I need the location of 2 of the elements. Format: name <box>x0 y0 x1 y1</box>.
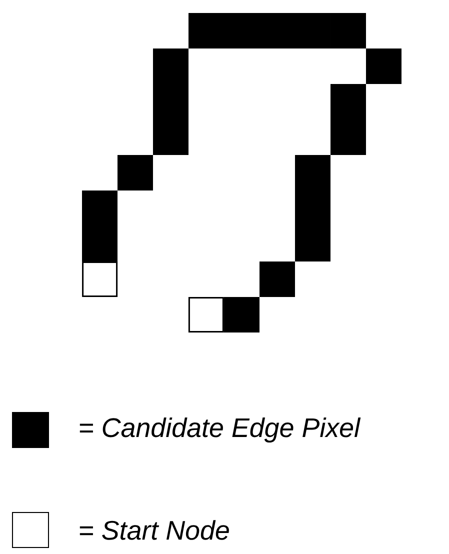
legend-label: = Candidate Edge Pixel <box>80 417 361 443</box>
legend-label: = Start Node <box>80 520 229 540</box>
